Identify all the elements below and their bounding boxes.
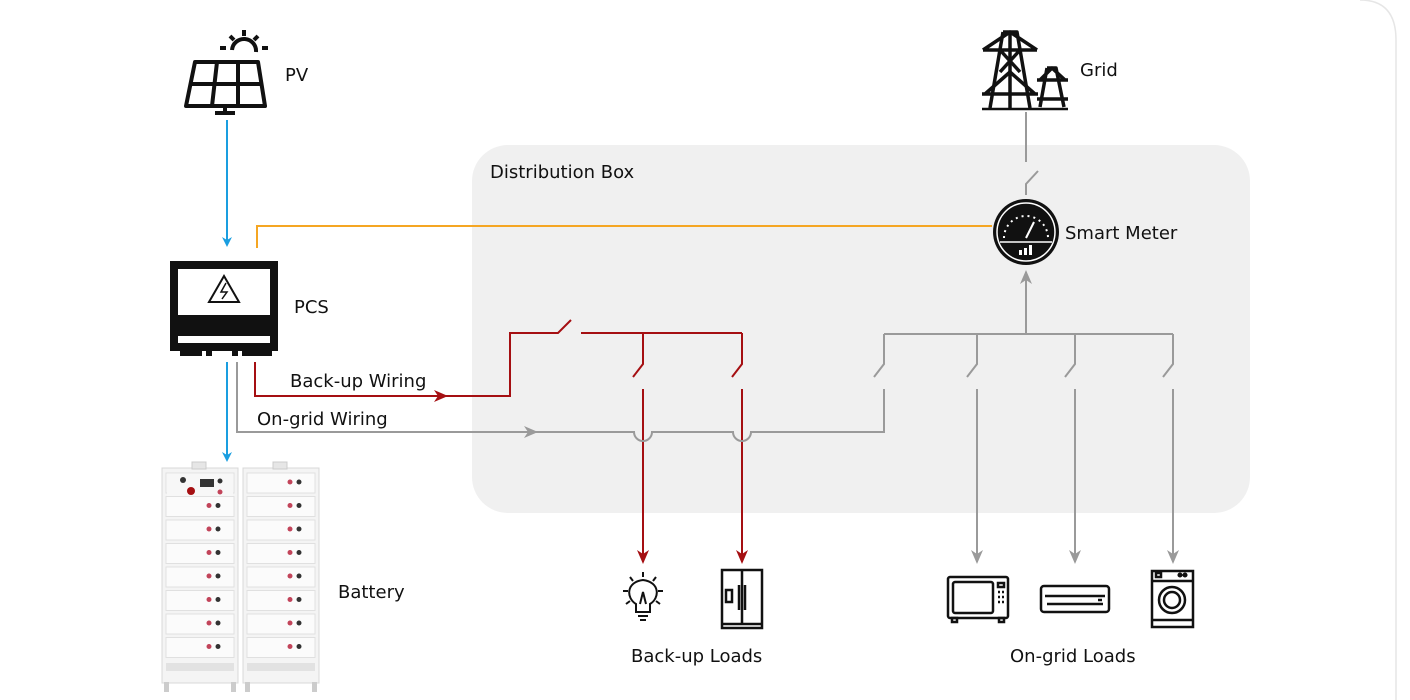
backup-main-line (440, 319, 572, 397)
ongrid-main-line (530, 389, 885, 442)
terminal-negative (215, 644, 221, 649)
battery-module (165, 496, 235, 517)
terminal-negative (215, 620, 221, 626)
terminal-negative (215, 573, 221, 579)
terminal-positive (287, 526, 293, 532)
terminal-negative (215, 526, 221, 532)
ongrid-wiring-arrow (236, 362, 538, 438)
battery-module (165, 613, 235, 635)
distribution-box-label: Distribution Box (490, 162, 635, 183)
terminal-negative (296, 479, 302, 485)
terminal-negative (215, 597, 221, 602)
ongrid-switch-4 (1162, 334, 1174, 378)
battery-module (246, 496, 316, 517)
terminal-positive (287, 550, 293, 555)
ongrid-loads-label: On-grid Loads (1010, 646, 1136, 667)
cabinet-base (247, 663, 315, 671)
light-bulb-icon (623, 572, 663, 621)
transmission-tower-icon (982, 30, 1068, 111)
cabinet-base (166, 663, 234, 671)
grid-switch (1025, 170, 1039, 195)
terminal-negative (296, 526, 302, 532)
smart-meter-label: Smart Meter (1065, 223, 1178, 244)
ongrid-wiring-label: On-grid Wiring (257, 409, 388, 430)
control-port (217, 478, 223, 484)
terminal-positive (287, 620, 293, 626)
meter-gauge-icon (993, 199, 1059, 265)
terminal-positive (206, 526, 212, 532)
backup-wiring-label: Back-up Wiring (290, 371, 426, 392)
battery-module (165, 519, 235, 541)
terminal-negative (296, 620, 302, 626)
battery-module (165, 637, 235, 658)
microwave-icon (946, 575, 1010, 624)
terminal-positive (206, 644, 212, 649)
terminal-positive (287, 597, 293, 602)
terminal-positive (206, 503, 212, 508)
ongrid-wiring (236, 112, 1179, 564)
card-border (1359, 0, 1397, 700)
battery-module (246, 637, 316, 658)
terminal-positive (206, 597, 212, 602)
terminal-positive (206, 620, 212, 626)
battery-module (246, 519, 316, 541)
battery-rack-icon (161, 461, 320, 692)
terminal-positive (287, 503, 293, 508)
battery-module (246, 543, 316, 564)
solar-panel-icon (184, 30, 268, 115)
control-port (217, 489, 223, 495)
cabinet-foot (245, 682, 250, 692)
backup-wiring (254, 319, 748, 564)
cabinet-handle (272, 461, 288, 470)
ongrid-switch-1 (873, 334, 885, 378)
terminal-negative (296, 503, 302, 508)
terminal-positive (206, 573, 212, 579)
terminal-positive (287, 644, 293, 649)
battery-module (246, 613, 316, 635)
terminal-negative (296, 550, 302, 555)
battery-label: Battery (338, 582, 405, 603)
backup-switch-2 (731, 333, 743, 378)
control-switch (180, 477, 186, 483)
pcs-label: PCS (294, 297, 329, 318)
battery-module (246, 472, 316, 494)
battery-module (246, 566, 316, 588)
terminal-negative (296, 644, 302, 649)
refrigerator-icon (720, 568, 764, 630)
cabinet-foot (312, 682, 317, 692)
backup-switch-1 (632, 333, 644, 378)
cabinet-foot (231, 682, 236, 692)
terminal-negative (296, 597, 302, 602)
washing-machine-icon (1150, 569, 1195, 629)
communication-line (256, 225, 992, 248)
backup-wiring-arrow (254, 362, 448, 402)
air-conditioner-icon (1039, 584, 1111, 614)
terminal-negative (215, 550, 221, 555)
terminal-positive (206, 550, 212, 555)
grid-label: Grid (1080, 60, 1118, 81)
backup-loads-label: Back-up Loads (631, 646, 762, 667)
inverter-icon (170, 261, 278, 356)
distribution-box (472, 145, 1250, 513)
cabinet-foot (164, 682, 169, 692)
terminal-positive (287, 573, 293, 579)
terminal-positive (287, 479, 293, 485)
ongrid-switch-3 (1064, 334, 1076, 378)
control-display (200, 479, 214, 487)
control-breaker (187, 487, 195, 495)
battery-module (165, 590, 235, 611)
ongrid-switch-2 (966, 334, 978, 378)
battery-module (246, 590, 316, 611)
terminal-negative (215, 503, 221, 508)
pv-label: PV (285, 65, 309, 86)
cabinet-handle (191, 461, 207, 470)
terminal-negative (296, 573, 302, 579)
battery-module (165, 543, 235, 564)
battery-module (165, 566, 235, 588)
